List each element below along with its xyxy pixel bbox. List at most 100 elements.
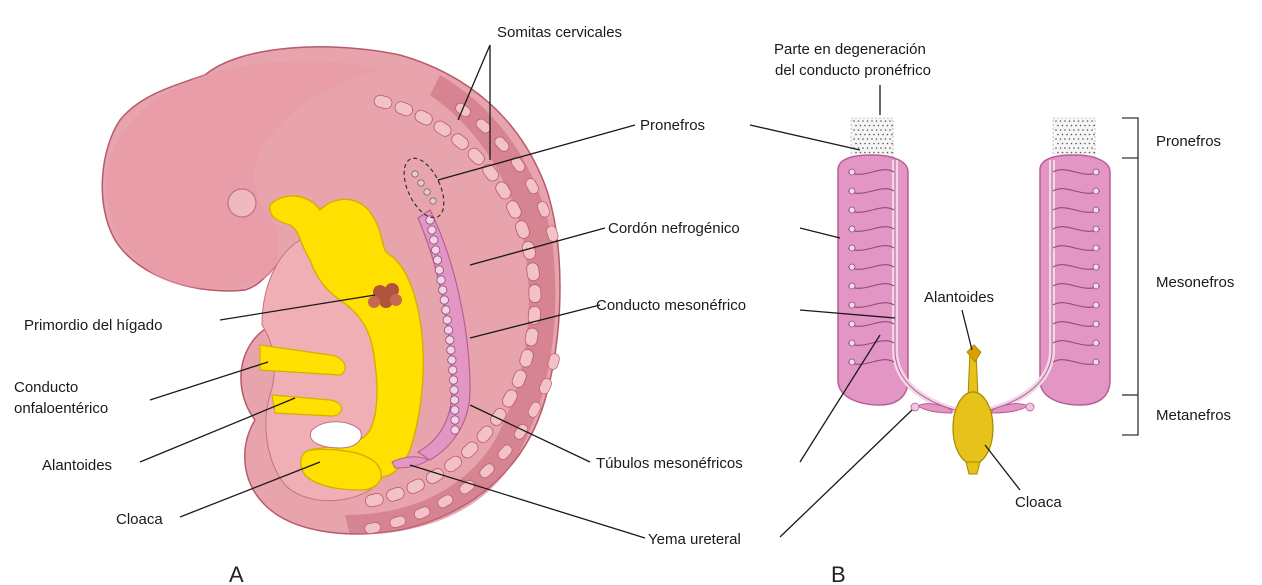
stipple-dot <box>1091 129 1093 131</box>
stipple-dot <box>878 143 880 145</box>
stipple-dot <box>1080 125 1082 127</box>
panel-label-b: B <box>831 562 846 585</box>
stipple-dot <box>1084 125 1086 127</box>
glomerulus <box>849 207 855 213</box>
stipple-dot <box>1091 120 1093 122</box>
stipple-dot <box>873 125 875 127</box>
pronephros-bead <box>430 198 436 204</box>
stipple-dot <box>864 152 866 154</box>
stipple-dot <box>1087 147 1089 149</box>
metanephric-tip-left <box>911 403 919 411</box>
stipple-dot <box>876 120 878 122</box>
stipple-dot <box>887 143 889 145</box>
stipple-dot <box>855 152 857 154</box>
tubule-bead <box>451 416 459 424</box>
stipple-dot <box>1057 125 1059 127</box>
stipple-dot <box>1078 147 1080 149</box>
stipple-dot <box>1057 134 1059 136</box>
label-parte-degeneracion-2: del conducto pronéfrico <box>775 62 931 79</box>
tubule-bead <box>449 366 457 374</box>
stipple-dot <box>1055 120 1057 122</box>
stipple-dot <box>880 147 882 149</box>
stipple-dot <box>1089 152 1091 154</box>
label-alantoides-a: Alantoides <box>42 457 112 474</box>
stipple-dot <box>1055 129 1057 131</box>
glomerulus <box>849 264 855 270</box>
stipple-dot <box>880 138 882 140</box>
tubule-bead <box>451 406 459 414</box>
stipple-dot <box>1064 138 1066 140</box>
stipple-dot <box>867 138 869 140</box>
stipple-dot <box>1066 152 1068 154</box>
tubule-bead <box>437 276 445 284</box>
glomerulus <box>849 226 855 232</box>
stipple-dot <box>869 134 871 136</box>
stipple-dot <box>876 147 878 149</box>
stipple-dot <box>864 134 866 136</box>
stipple-dot <box>867 129 869 131</box>
stipple-dot <box>1080 152 1082 154</box>
stipple-dot <box>887 152 889 154</box>
somite <box>529 284 542 302</box>
label-primordio-higado: Primordio del hígado <box>24 317 162 334</box>
tubule-bead <box>426 216 434 224</box>
glomerulus <box>1093 169 1099 175</box>
stipple-dot <box>853 138 855 140</box>
stipple-dot <box>889 129 891 131</box>
label-cloaca-a: Cloaca <box>116 511 163 528</box>
stipple-dot <box>1062 152 1064 154</box>
label-cloaca-b: Cloaca <box>1015 494 1062 511</box>
stipple-dot <box>860 134 862 136</box>
glomerulus <box>849 340 855 346</box>
tubule-bead <box>450 386 458 394</box>
stipple-dot <box>1060 147 1062 149</box>
tubule-bead <box>431 246 439 254</box>
stipple-dot <box>1073 138 1075 140</box>
stipple-dot <box>878 152 880 154</box>
pronephros-bead <box>412 171 418 177</box>
stipple-dot <box>862 120 864 122</box>
embryo-figure <box>102 47 560 535</box>
stipple-dot <box>1075 134 1077 136</box>
stipple-dot <box>1071 143 1073 145</box>
glomerulus <box>849 169 855 175</box>
stipple-dot <box>880 120 882 122</box>
stipple-dot <box>1075 143 1077 145</box>
stipple-dot <box>1069 129 1071 131</box>
stipple-dot <box>1082 147 1084 149</box>
stipple-dot <box>1057 152 1059 154</box>
stipple-dot <box>1064 120 1066 122</box>
tubule-bead <box>444 326 452 334</box>
label-yema-ureteral: Yema ureteral <box>648 531 741 548</box>
stipple-dot <box>1066 125 1068 127</box>
stipple-dot <box>855 143 857 145</box>
stipple-dot <box>1089 125 1091 127</box>
tubule-bead <box>448 356 456 364</box>
stipple-dot <box>858 129 860 131</box>
glomerulus <box>1093 188 1099 194</box>
tubule-bead <box>440 296 448 304</box>
stipple-dot <box>1087 120 1089 122</box>
stipple-dot <box>889 138 891 140</box>
stipple-dot <box>1075 125 1077 127</box>
stipple-dot <box>1084 143 1086 145</box>
stipple-dot <box>885 138 887 140</box>
stipple-dot <box>1082 138 1084 140</box>
glomerulus <box>1093 340 1099 346</box>
glomerulus <box>1093 264 1099 270</box>
stipple-dot <box>1078 129 1080 131</box>
stipple-dot <box>1093 143 1095 145</box>
glomerulus <box>849 302 855 308</box>
region-brackets <box>1122 118 1138 435</box>
glomerulus <box>1093 302 1099 308</box>
stipple-dot <box>1078 138 1080 140</box>
stipple-dot <box>1062 134 1064 136</box>
stipple-dot <box>1093 152 1095 154</box>
tubule-bead <box>451 426 459 434</box>
glomerulus <box>1093 283 1099 289</box>
stipple-dot <box>1060 129 1062 131</box>
glomerulus <box>849 359 855 365</box>
glomerulus <box>849 188 855 194</box>
stipple-dot <box>858 120 860 122</box>
